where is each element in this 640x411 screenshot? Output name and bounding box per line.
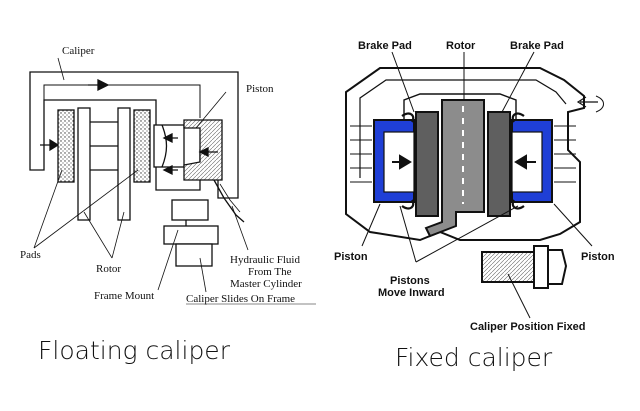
label-piston: Piston [246,83,274,95]
floating-right-pad [133,109,151,183]
fixed-rotor [424,99,485,238]
fixed-left-brake-pad [415,111,439,217]
fixed-left-piston [373,119,415,203]
fixed-pressure-arrows-right [554,125,576,183]
floating-piston [153,124,185,168]
arrow-left-icon [514,154,536,170]
label-piston-right: Piston [581,251,615,263]
arrow-left-icon [162,132,178,144]
arrow-right-icon [88,78,110,92]
label-rotor-fixed: Rotor [446,40,476,52]
fixed-right-brake-pad [487,111,511,217]
fixed-right-piston [511,119,553,203]
frame-mount [163,199,219,267]
arrow-left-icon [162,164,178,176]
fixed-position-bolt [481,245,568,289]
label-frame-mount: Frame Mount [94,290,154,302]
label-piston-left: Piston [334,251,368,263]
label-rotor: Rotor [96,263,121,275]
label-pads: Pads [20,249,41,261]
fixed-pressure-arrows-left [350,125,372,183]
label-move-inward: Move Inward [378,287,445,299]
label-brake-pad-right: Brake Pad [510,40,564,52]
label-brake-pad-left: Brake Pad [358,40,412,52]
label-hydraulic-1: Hydraulic Fluid [230,254,300,266]
label-position-fixed: Caliper Position Fixed [470,321,586,333]
fixed-caliper-diagram [345,51,604,319]
label-caliper: Caliper [62,45,95,57]
label-hydraulic-2: From The [248,266,292,278]
arrow-right-icon [392,154,412,170]
hydraulic-line [213,179,245,223]
floating-caliper-diagram [29,57,249,293]
arrow-right-icon [40,138,60,152]
label-caliper-slides: Caliper Slides On Frame [186,293,295,305]
label-pistons: Pistons [390,275,430,287]
label-hydraulic-3: Master Cylinder [230,278,302,290]
caption-floating-caliper: Floating caliper [38,336,231,365]
caption-fixed-caliper: Fixed caliper [395,343,553,372]
floating-left-pad [57,109,75,183]
floating-rotor [77,107,131,221]
